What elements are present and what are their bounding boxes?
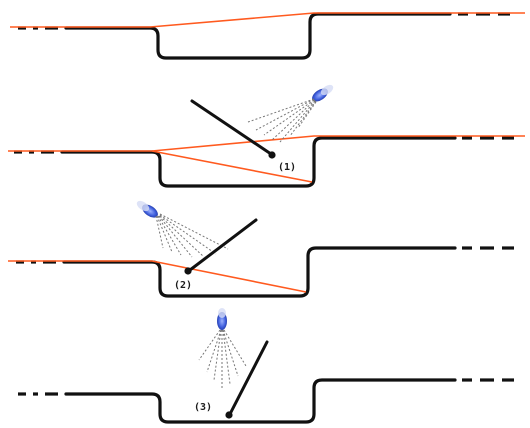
spray-cone [155,213,229,258]
stage-2: (2) [8,200,514,298]
weld-layer [8,260,307,293]
weld-layer [10,12,525,28]
groove-profile [64,12,452,60]
spray-cone [247,98,317,143]
spray-nozzle-icon [312,84,334,102]
stage-3: (3) [18,308,514,424]
step-label: (1) [278,162,296,173]
stage-0 [10,12,525,60]
stage-1: (1) [8,84,525,188]
welding-rod-icon [184,218,258,275]
spray-nozzle-icon [136,200,158,218]
step-label: (2) [174,280,192,291]
weld-layer-bottom [151,150,313,183]
groove-profile [62,246,457,298]
spray-nozzle-icon [217,308,227,330]
welding-rod-icon [190,99,276,159]
spray-cone [198,329,247,388]
groove-profile [64,378,457,424]
weld-layer-top [8,135,525,152]
groove-profile [60,136,457,188]
welding-rod-icon [225,340,269,419]
step-label: (3) [194,402,212,413]
